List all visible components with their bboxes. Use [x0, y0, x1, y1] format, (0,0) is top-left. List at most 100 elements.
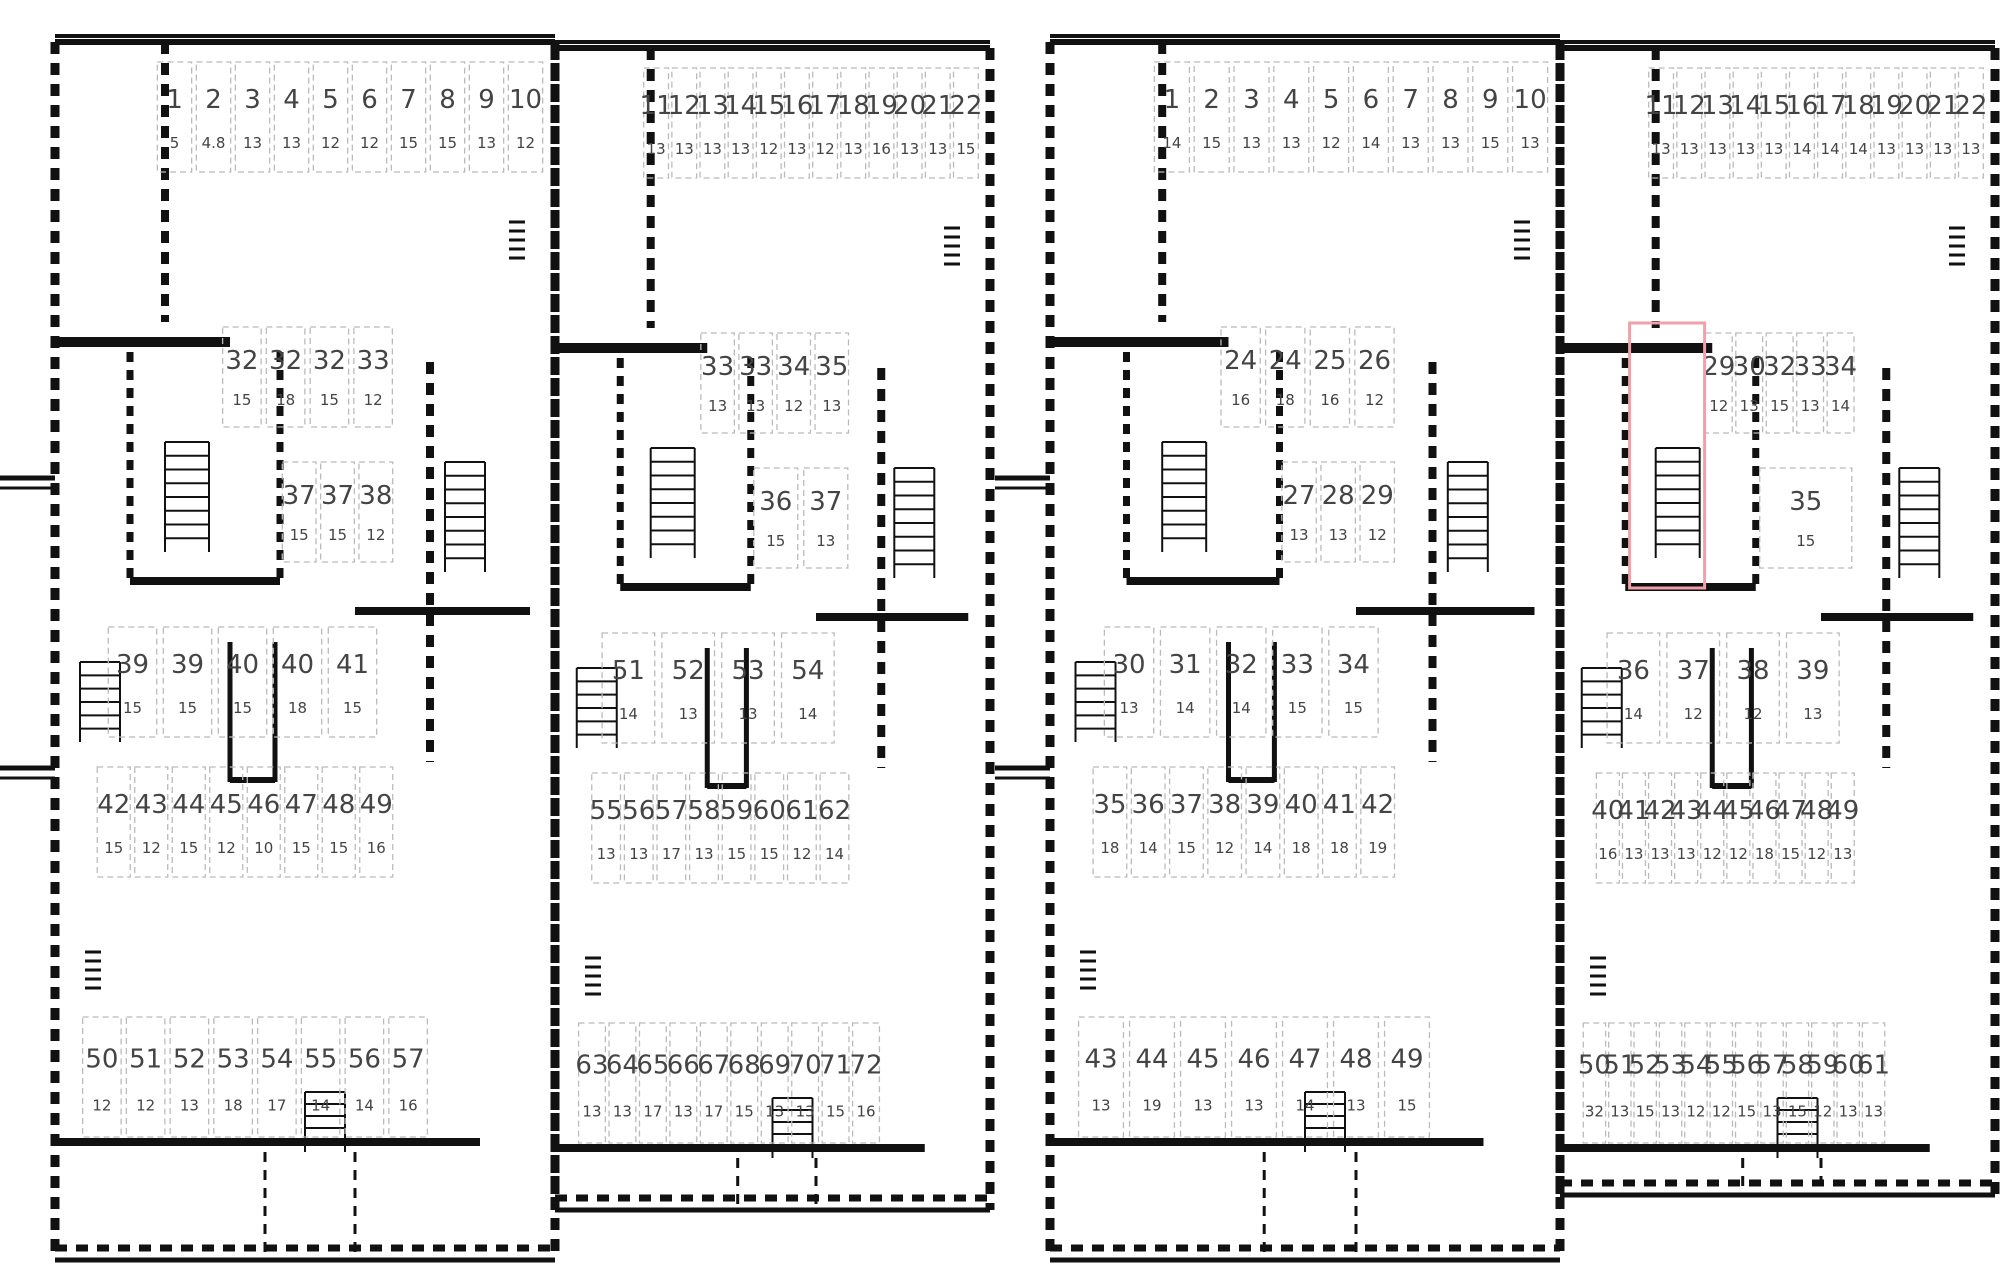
row5-label: 48 [1800, 796, 1833, 826]
row1-label: 5 [322, 85, 339, 115]
row4-label: 31 [1169, 650, 1202, 680]
space-outline [1836, 1022, 1861, 1144]
row1-sublabel: 4.8 [202, 134, 226, 152]
row2-sublabel: 13 [708, 397, 727, 415]
space-outline [1666, 632, 1721, 744]
space-outline [1647, 772, 1673, 884]
space-outline [730, 1022, 759, 1144]
row5-label: 42 [1644, 796, 1677, 826]
row1-sublabel: 14 [1849, 140, 1868, 158]
row5-sublabel: 12 [142, 839, 161, 857]
space-outline [1321, 766, 1357, 878]
space-outline [814, 332, 850, 434]
row2-sublabel: 16 [1320, 391, 1339, 409]
row6-label: 72 [849, 1050, 882, 1080]
space-outline [344, 1016, 385, 1138]
row4-sublabel: 13 [738, 705, 757, 723]
row1-sublabel: 13 [1441, 134, 1460, 152]
core-wall [55, 337, 230, 347]
row5-label: 59 [720, 796, 753, 826]
row5-label: 39 [1246, 790, 1279, 820]
space-outline [1648, 67, 1675, 179]
row6-label: 43 [1084, 1044, 1117, 1074]
space-outline [669, 1022, 698, 1144]
space-outline [840, 67, 867, 179]
row1-sublabel: 13 [928, 140, 947, 158]
row6-label: 63 [575, 1050, 608, 1080]
row1-label: 7 [1402, 85, 1419, 115]
row2-label: 34 [1824, 352, 1857, 382]
row1-sublabel: 15 [399, 134, 418, 152]
row6-sublabel: 13 [1661, 1103, 1680, 1121]
row4-label: 38 [1736, 656, 1769, 686]
space-outline [162, 626, 213, 738]
row6-sublabel: 17 [267, 1097, 286, 1115]
row2-sublabel: 14 [1831, 397, 1850, 415]
row6-label: 55 [304, 1044, 337, 1074]
row6-label: 69 [758, 1050, 791, 1080]
space-outline [358, 461, 394, 563]
row1-sublabel: 15 [956, 140, 975, 158]
space-outline [1332, 1016, 1380, 1138]
row6-label: 61 [1857, 1050, 1890, 1080]
row3-label: 36 [759, 487, 792, 517]
row2-sublabel: 13 [1740, 397, 1759, 415]
space-outline [1929, 67, 1956, 179]
row6-label: 53 [217, 1044, 250, 1074]
space-outline [577, 1022, 607, 1144]
row5-label: 62 [818, 796, 851, 826]
row6-label: 45 [1186, 1044, 1219, 1074]
space-outline [738, 332, 774, 434]
row1-sublabel: 13 [1933, 140, 1952, 158]
space-outline [1359, 461, 1396, 563]
row5-label: 46 [1748, 796, 1781, 826]
row6-label: 49 [1390, 1044, 1423, 1074]
space-outline [125, 1016, 166, 1138]
row5-label: 44 [172, 790, 205, 820]
row4-sublabel: 15 [343, 699, 362, 717]
row6-sublabel: 13 [674, 1103, 693, 1121]
row6-label: 71 [819, 1050, 852, 1080]
row5-sublabel: 12 [1807, 845, 1826, 863]
row4-sublabel: 14 [1624, 705, 1643, 723]
space-outline [721, 632, 775, 744]
row6-sublabel: 13 [582, 1103, 601, 1121]
row2-sublabel: 18 [1276, 391, 1295, 409]
space-outline [755, 67, 782, 179]
row1-label: 12 [668, 91, 701, 121]
room-wall [1228, 777, 1275, 783]
space-outline [753, 467, 799, 569]
space-outline [1352, 61, 1390, 173]
row6-sublabel: 13 [1091, 1097, 1110, 1115]
row4-label: 32 [1225, 650, 1258, 680]
row5-label: 42 [1361, 790, 1394, 820]
row1-label: 18 [837, 91, 870, 121]
row6-sublabel: 15 [735, 1103, 754, 1121]
row3-sublabel: 15 [328, 526, 347, 544]
row4-sublabel: 15 [233, 699, 252, 717]
row2-sublabel: 13 [1801, 397, 1820, 415]
row5-label: 56 [622, 796, 655, 826]
row6-sublabel: 15 [1397, 1097, 1416, 1115]
space-outline [1264, 326, 1306, 428]
space-outline [1128, 1016, 1176, 1138]
row2-label: 32 [1763, 352, 1796, 382]
space-outline [284, 766, 319, 878]
space-outline [273, 61, 310, 173]
row1-sublabel: 16 [872, 140, 891, 158]
row5-label: 45 [210, 790, 243, 820]
row1-label: 8 [1442, 85, 1459, 115]
row5-label: 41 [1617, 796, 1650, 826]
row1-label: 9 [1482, 85, 1499, 115]
space-outline [786, 772, 817, 884]
space-outline [700, 332, 735, 434]
space-outline [209, 766, 244, 878]
row1-sublabel: 15 [438, 134, 457, 152]
row6-label: 54 [260, 1044, 293, 1074]
row2-sublabel: 12 [364, 391, 383, 409]
row2-label: 33 [739, 352, 772, 382]
space-outline [1759, 467, 1853, 569]
space-outline [1159, 626, 1211, 738]
space-outline [776, 332, 812, 434]
core-wall [1560, 343, 1713, 353]
